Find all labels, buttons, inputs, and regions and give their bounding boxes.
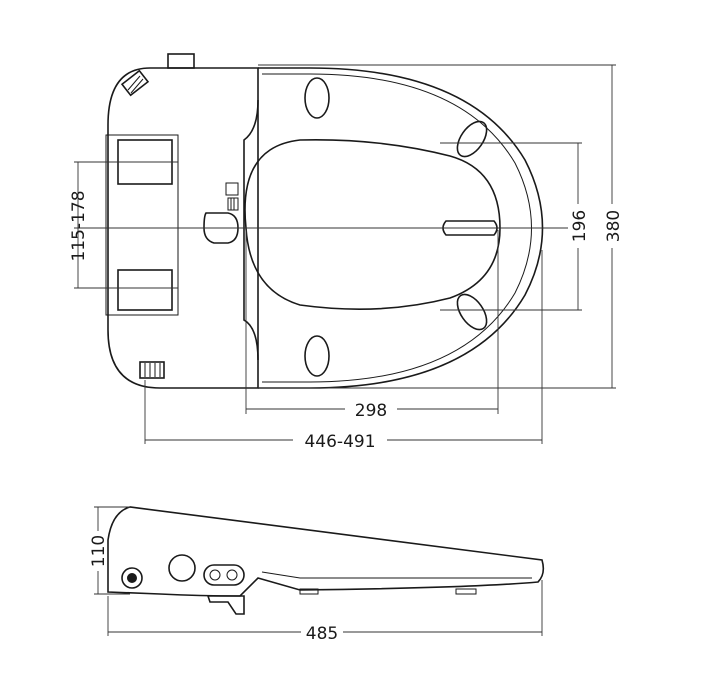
mount-slot-lower xyxy=(117,269,173,311)
power-connector xyxy=(139,361,165,379)
dim-label-overall-length: 485 xyxy=(306,624,338,644)
indicator-square xyxy=(225,182,239,196)
dim-seat-width: 196 xyxy=(440,142,590,311)
dim-overall-length: 485 xyxy=(107,580,543,644)
bottom-panel xyxy=(105,134,179,316)
bumper-top-right xyxy=(456,120,488,158)
nozzle-housing xyxy=(203,212,239,244)
dim-height: 110 xyxy=(86,506,130,595)
side-mount-bracket xyxy=(206,595,245,615)
side-foot-rear xyxy=(299,588,319,595)
corner-knob xyxy=(120,69,150,97)
side-button-capsule xyxy=(203,564,245,586)
dim-label-height: 110 xyxy=(89,535,109,567)
top-hinge-post xyxy=(167,53,195,69)
side-knob-inner xyxy=(127,573,137,583)
side-sensor xyxy=(168,554,196,582)
dim-label-overall-width: 380 xyxy=(604,210,624,242)
side-body-outline xyxy=(107,506,545,597)
bumper-bottom-left xyxy=(304,335,330,377)
top-view xyxy=(74,53,586,389)
dim-label-mount-range: 115-178 xyxy=(69,190,89,261)
control-unit-outline xyxy=(107,67,259,389)
side-knob-outer xyxy=(121,567,143,589)
indicator-grille xyxy=(227,197,239,211)
nozzle-slot xyxy=(442,220,498,236)
side-view xyxy=(107,506,545,615)
seat-hinge-recess xyxy=(243,99,259,361)
dim-length-range: 446-491 xyxy=(144,250,543,452)
dim-overall-width: 380 xyxy=(258,64,624,389)
side-lid-line xyxy=(261,571,532,579)
dim-label-length-range: 446-491 xyxy=(304,432,375,452)
bumper-top-left xyxy=(304,77,330,119)
dim-label-opening-length: 298 xyxy=(355,401,387,421)
dim-mount-range: 115-178 xyxy=(69,161,178,289)
bumper-bottom-right xyxy=(456,293,488,331)
side-foot-front xyxy=(455,588,477,595)
dim-label-seat-width: 196 xyxy=(570,210,590,242)
seat-opening xyxy=(244,139,501,310)
dim-opening-length: 298 xyxy=(245,230,499,421)
